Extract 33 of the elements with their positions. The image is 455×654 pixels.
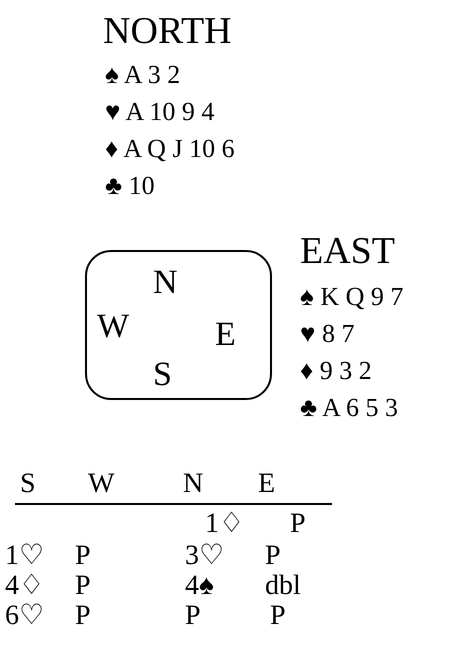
compass-box <box>85 250 272 400</box>
compass-letter: S <box>153 358 172 392</box>
compass-letter: N <box>153 266 178 300</box>
compass-letter: E <box>215 318 236 352</box>
hand-heading: EAST <box>300 232 395 270</box>
column-header: W <box>88 470 114 498</box>
bid: dbl <box>265 572 301 600</box>
card-holding: ♠ A 3 2 <box>105 62 180 88</box>
card-holding: ♥ 8 7 <box>300 321 354 347</box>
bid: P <box>270 602 286 630</box>
bid: 6♡ <box>5 602 44 630</box>
bid: 3♡ <box>185 542 224 570</box>
bid: P <box>290 510 306 538</box>
card-holding: ♥ A 10 9 4 <box>105 99 214 125</box>
bid: 1♢ <box>205 510 244 538</box>
bid: P <box>75 542 91 570</box>
card-holding: ♣ A 6 5 3 <box>300 395 398 421</box>
hand-heading: NORTH <box>103 12 232 50</box>
card-holding: ♦ A Q J 10 6 <box>105 136 235 162</box>
column-header: N <box>183 470 204 498</box>
bid: P <box>265 542 281 570</box>
bid: 4♠ <box>185 572 214 600</box>
bid: P <box>185 602 201 630</box>
bid: 4♢ <box>5 572 44 600</box>
card-holding: ♠ K Q 9 7 <box>300 284 404 310</box>
bid: 1♡ <box>5 542 44 570</box>
card-holding: ♦ 9 3 2 <box>300 358 372 384</box>
bid: P <box>75 602 91 630</box>
column-header: E <box>258 470 276 498</box>
bid: P <box>75 572 91 600</box>
compass-letter: W <box>97 310 130 344</box>
column-header: S <box>20 470 36 498</box>
card-holding: ♣ 10 <box>105 173 155 199</box>
